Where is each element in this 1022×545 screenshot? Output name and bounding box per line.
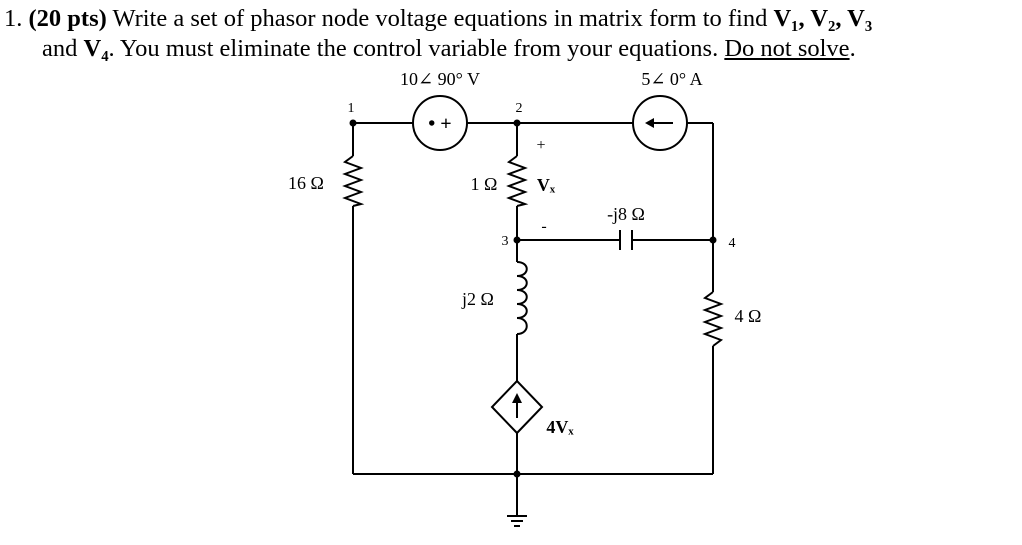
ground-icon bbox=[507, 515, 527, 527]
node-4-dot bbox=[709, 236, 717, 244]
r1-label: 1 Ω bbox=[471, 174, 498, 194]
cap-label: -j8 Ω bbox=[607, 204, 645, 224]
vsource-label: 10∠ 90° V bbox=[400, 69, 480, 89]
r16-label: 16 Ω bbox=[288, 173, 324, 193]
problem-vars-a: V₁, V₂, V₃ bbox=[773, 5, 873, 32]
dependent-current-source bbox=[490, 379, 544, 435]
problem-text-a: Write a set of phasor node voltage equat… bbox=[112, 5, 774, 32]
dep-source-label: 4Vₓ bbox=[546, 417, 574, 437]
resistor-16-ohm bbox=[342, 155, 365, 207]
problem-emphasis: Do not solve bbox=[724, 35, 850, 62]
capacitor-neg-j8-ohm bbox=[619, 230, 633, 250]
problem-number: 1. bbox=[4, 5, 23, 32]
isource-label: 5∠ 0° A bbox=[641, 69, 702, 89]
problem-points: (20 pts) bbox=[28, 5, 107, 32]
voltage-source bbox=[412, 95, 468, 151]
problem-line-2: and V₄. You must eliminate the control v… bbox=[4, 34, 1014, 64]
node-2-dot bbox=[513, 119, 521, 127]
problem-text-c: . You must eliminate the control variabl… bbox=[108, 35, 725, 62]
problem-end: . bbox=[849, 35, 856, 62]
vsource-polarity: • + bbox=[428, 113, 451, 135]
circuit-wires bbox=[352, 122, 714, 516]
node-3-dot bbox=[513, 236, 521, 244]
vx-label: Vₓ bbox=[537, 175, 556, 195]
problem-statement: 1. (20 pts) Write a set of phasor node v… bbox=[4, 4, 1014, 64]
node-1-label: 1 bbox=[348, 101, 355, 116]
resistor-1-ohm bbox=[506, 155, 529, 207]
problem-line-1: 1. (20 pts) Write a set of phasor node v… bbox=[4, 4, 1014, 34]
node-1-dot bbox=[349, 119, 357, 127]
vx-minus: - bbox=[541, 218, 546, 235]
current-source bbox=[632, 95, 688, 151]
r4-label: 4 Ω bbox=[735, 306, 762, 326]
node-4-label: 4 bbox=[729, 236, 736, 251]
inductor-j2-ohm bbox=[516, 261, 528, 335]
ind-label: j2 Ω bbox=[461, 289, 494, 309]
problem-var-b: V₄ bbox=[83, 35, 109, 62]
vx-plus: + bbox=[536, 137, 545, 154]
node-3-label: 3 bbox=[502, 234, 509, 249]
node-2-label: 2 bbox=[516, 101, 523, 116]
resistor-4-ohm bbox=[702, 291, 724, 347]
ground-junction-dot bbox=[513, 470, 521, 478]
problem-text-b: and bbox=[42, 35, 84, 62]
